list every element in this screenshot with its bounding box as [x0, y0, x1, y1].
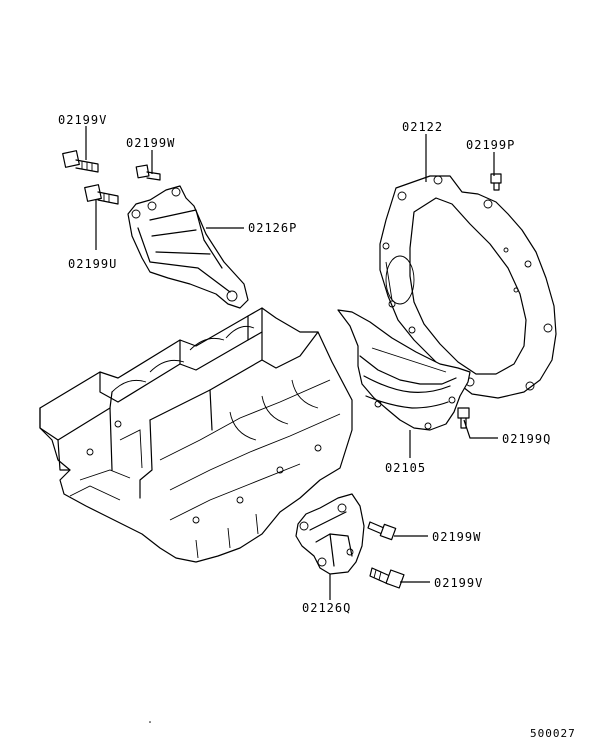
bracket-02126p: [127, 185, 249, 309]
callout-02199q: 02199Q: [502, 432, 552, 446]
callout-02199v-top: 02199V: [58, 113, 108, 127]
callout-02199w-top: 02199W: [126, 136, 176, 150]
bolt-02199p: [490, 173, 502, 191]
diagram-code: 500027: [530, 727, 576, 740]
bolt-02199w-top: [135, 164, 161, 181]
engine-block: [39, 307, 353, 563]
callout-02105: 02105: [385, 461, 427, 475]
callout-02122: 02122: [402, 120, 444, 134]
callout-02126p: 02126P: [248, 221, 298, 235]
callout-02199p: 02199P: [466, 138, 516, 152]
bolt-02199u: [84, 184, 119, 205]
speck: [149, 721, 151, 723]
leader-lines: [85, 126, 498, 600]
bolt-02199v-bottom: [369, 567, 405, 589]
bracket-02126q: [295, 493, 365, 575]
bolt-02199v-top: [62, 150, 99, 173]
callout-02199u: 02199U: [68, 257, 118, 271]
callout-02199w-bottom: 02199W: [432, 530, 482, 544]
callout-02199v-bottom: 02199V: [434, 576, 484, 590]
plate-02122: [379, 175, 557, 399]
bolt-02199w-bottom: [367, 521, 397, 541]
cover-02105: [337, 309, 471, 431]
bolt-02199q: [457, 407, 470, 429]
callout-02126q: 02126Q: [302, 601, 352, 615]
